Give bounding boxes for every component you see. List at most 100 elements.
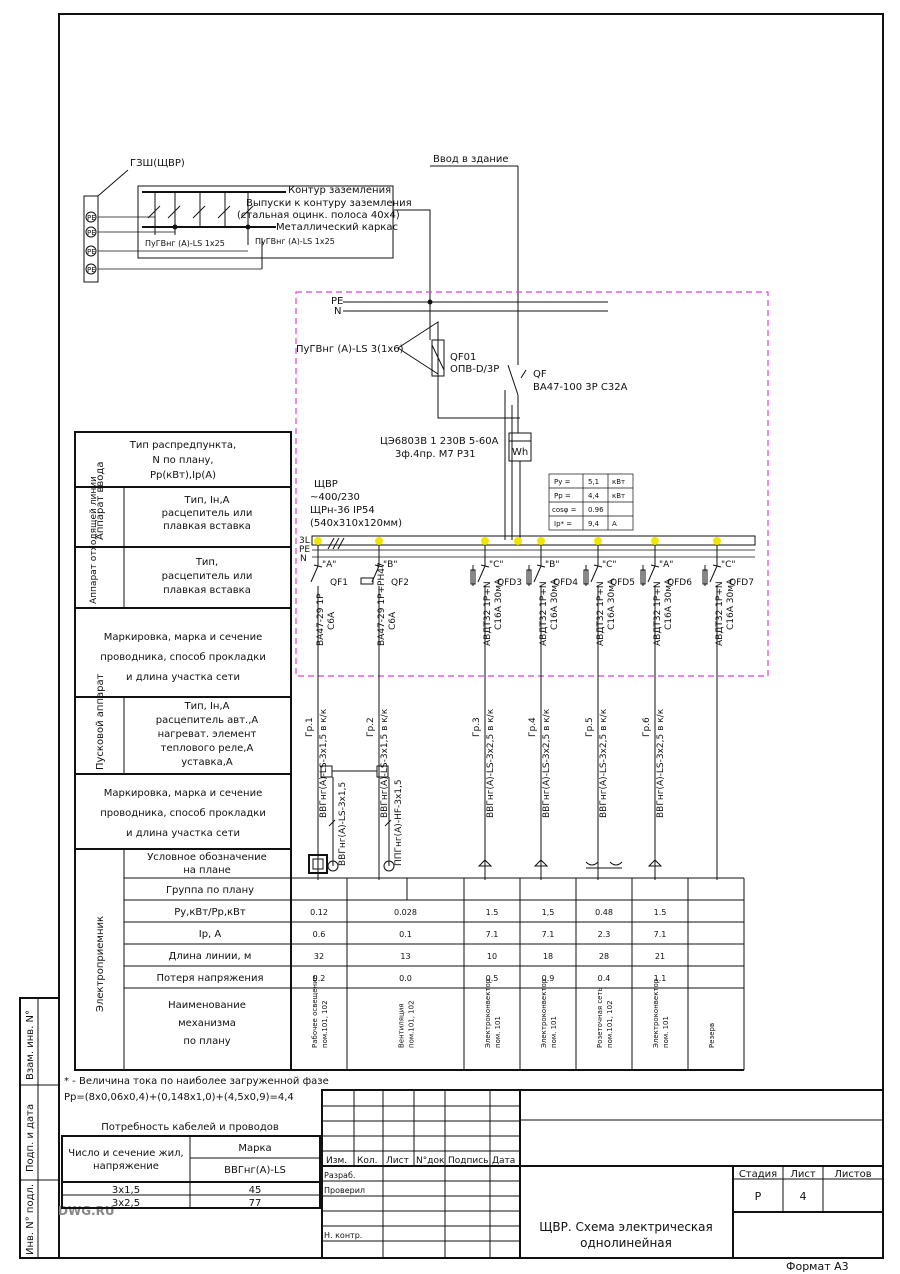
length-value: 21 <box>655 952 665 961</box>
start-text3: нагреват. элемент <box>158 729 257 740</box>
left-table: Тип распредпункта, N по плану, Рр(кВт),I… <box>74 431 745 1071</box>
breaker-id: QFD7 <box>729 578 754 588</box>
wire2-text2: проводника, способ прокладки <box>100 808 266 819</box>
consumer-name: пом.101, 102 <box>606 1000 614 1048</box>
power-value: 0.028 <box>394 908 417 917</box>
start-text2: расцепитель авт.,А <box>156 715 259 726</box>
group-label: Гр.2 <box>366 717 376 737</box>
param-key: Рр = <box>554 492 571 500</box>
loss-value: 0.9 <box>542 974 555 983</box>
rcd-sensor <box>526 569 532 585</box>
consumer-name: пом.101, 102 <box>321 1000 329 1048</box>
param-unit: кВт <box>612 478 625 486</box>
breaker-id: QFD3 <box>497 578 522 588</box>
head-line1: Тип распредпункта, <box>129 440 236 451</box>
bus-tap-dot <box>314 537 322 545</box>
fan-symbol <box>327 860 339 872</box>
panel-size: (540х310х120мм) <box>310 518 402 529</box>
symbol-label1: Условное обозначение <box>147 852 267 863</box>
panel-section: ЩВР ~400/230 ЩРн-36 IP54 (540х310х120мм)… <box>299 473 756 564</box>
power-value: 1,5 <box>542 908 555 917</box>
lamp-inner <box>312 858 324 870</box>
tb-col-kol: Кол. <box>357 1156 378 1166</box>
param-unit: А <box>612 520 617 528</box>
cables-row2-qty: 77 <box>249 1198 262 1209</box>
length-value: 32 <box>314 952 324 961</box>
cables-row1-qty: 45 <box>249 1185 262 1196</box>
row-group: Группа по плану <box>166 885 254 896</box>
notes: * - Величина тока по наиболее загруженно… <box>64 1076 329 1103</box>
breaker-type: ВА47-29 1Р+РН47 <box>377 562 387 646</box>
n-bus-label: N <box>334 306 341 317</box>
tb-col-doc: N°док <box>416 1156 445 1166</box>
breaker-contact <box>310 565 319 583</box>
input-text1: Тип, Iн,А <box>183 495 229 506</box>
convector-symbol <box>647 859 663 867</box>
busbar-3l <box>311 535 756 546</box>
breaker-tick <box>536 564 546 568</box>
breaker-contact <box>590 565 599 583</box>
strip-label-sign: Подп. и дата <box>25 1104 36 1172</box>
tb-role-norm: Н. контр. <box>324 1231 362 1240</box>
row-current: Iр, А <box>199 929 222 940</box>
length-value: 18 <box>543 952 553 961</box>
group-label: Гр.5 <box>585 717 595 737</box>
consumer-name: Вентиляция <box>398 1003 406 1048</box>
panel-model: ЩРн-36 IP54 <box>310 505 375 516</box>
relay-symbol <box>360 577 374 585</box>
strip-label-replace: Взам. инв. N° <box>25 1010 36 1080</box>
surge-type: ОПВ-D/3Р <box>450 364 499 375</box>
tb-col-izm: Изм. <box>326 1156 347 1166</box>
panel-name: ЩВР <box>314 479 338 490</box>
breaker-contact <box>709 565 718 583</box>
wire1-text2: проводника, способ прокладки <box>100 652 266 663</box>
param-value: 4,4 <box>588 492 600 500</box>
cable-label: ВВГнг(А)-LS-3х2,5 в к/к <box>542 708 552 818</box>
strip-label-inv: Инв. N° подл. <box>25 1184 36 1255</box>
pe-bus-label: PE <box>331 296 343 307</box>
breaker-tick <box>650 564 660 568</box>
breaker-rating: С16А 30мА <box>664 578 674 630</box>
consumer-name: пом. 101 <box>494 1016 502 1048</box>
breaker-type: АВДТ32 1Р+N <box>653 581 663 646</box>
out-text2: расцепитель или <box>162 571 253 582</box>
bus-pe-label: РЕ <box>299 545 310 555</box>
surge-id: QF01 <box>450 352 476 363</box>
switch-mark <box>384 819 392 827</box>
lamp-symbol <box>308 854 328 874</box>
input-text2: расцепитель или <box>162 508 253 519</box>
tb-stage-head: Стадия <box>739 1169 777 1180</box>
name-label2: механизма <box>178 1018 236 1029</box>
param-key: Iр* = <box>554 520 572 528</box>
param-key: cosφ = <box>552 506 577 514</box>
consumer-name: пом.101, 102 <box>408 1000 416 1048</box>
current-value: 0.1 <box>399 930 412 939</box>
meter-line2: 3ф.4пр. М7 Р31 <box>395 449 476 460</box>
row-power: Ру,кВт/Рр,кВт <box>174 907 246 918</box>
consumer-name: пом. 101 <box>662 1016 670 1048</box>
breaker-type: АВДТ32 1Р+N <box>539 581 549 646</box>
param-key: Ру = <box>554 478 571 486</box>
grounding-block: ГЗШ(ЩВР) РЕ РЕ РЕ РЕ Контур заземления В… <box>83 158 431 303</box>
tb-col-sign: Подпись <box>448 1156 488 1166</box>
meter-symbol: Wh <box>512 447 528 458</box>
tb-title1: ЩВР. Схема электрическая <box>539 1220 713 1234</box>
input-group-label: Аппарат ввода <box>95 462 106 540</box>
pe-label: РЕ <box>87 266 96 274</box>
input-text3: плавкая вставка <box>163 521 251 532</box>
out-group-label: Аппарат отходящей линии <box>89 476 99 604</box>
pe-label: РЕ <box>87 229 96 237</box>
breaker-id: QF2 <box>391 578 409 588</box>
param-value: 5,1 <box>588 478 599 486</box>
loss-value: 0.0 <box>399 974 412 983</box>
tb-sheet: 4 <box>800 1190 807 1203</box>
phase-label: "А" <box>659 560 673 570</box>
tb-col-date: Дата <box>492 1156 515 1166</box>
current-value: 0.6 <box>313 930 326 939</box>
frame-label: Металлический каркас <box>276 222 398 233</box>
cable2-label: ПуГВнг (А)-LS 1х25 <box>255 237 335 246</box>
bus-tap-dot <box>537 537 545 545</box>
bus-3l-label: 3L <box>299 536 310 546</box>
head-line3: Рр(кВт),Iр(А) <box>150 470 216 481</box>
